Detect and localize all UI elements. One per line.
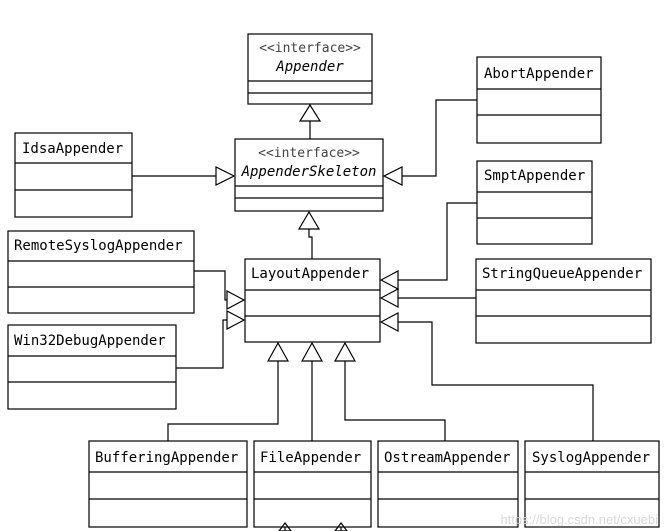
arrowhead-skeleton-left <box>215 166 236 186</box>
watermark-text: https://blog.csdn.net/cxuebi <box>500 512 658 527</box>
class-idsa-appender <box>14 132 133 218</box>
arrowhead-layout-left-1 <box>226 290 246 310</box>
class-ostream-appender <box>377 440 519 528</box>
connector-lines <box>132 99 594 531</box>
arrowhead-layout-bottom-3 <box>333 341 357 362</box>
arrowhead-appender <box>298 103 322 122</box>
class-remote-syslog-appender <box>7 230 195 314</box>
class-file-appender <box>253 440 372 528</box>
inheritance-arrowheads <box>215 103 403 531</box>
class-string-queue-appender <box>475 258 652 344</box>
arrowhead-layout-right-1 <box>379 270 399 290</box>
appender-skeleton-name: AppenderSkeleton <box>241 164 377 180</box>
arrowhead-file-bottom-2 <box>334 522 348 531</box>
layout-appender-name: LayoutAppender <box>251 266 369 282</box>
smpt-appender-name: SmptAppender <box>484 168 585 184</box>
appender-name: Appender <box>275 59 344 75</box>
arrowhead-skeleton-right <box>382 166 403 186</box>
appender-skeleton-stereotype: <<interface>> <box>258 146 360 161</box>
arrowhead-layout-right-3 <box>379 312 399 332</box>
syslog-appender-name: SyslogAppender <box>532 450 650 466</box>
class-win32-debug-appender <box>7 324 177 410</box>
abort-appender-name: AbortAppender <box>484 66 594 82</box>
string-queue-appender-name: StringQueueAppender <box>482 266 642 282</box>
appender-stereotype: <<interface>> <box>259 41 361 56</box>
file-appender-name: FileAppender <box>260 450 361 466</box>
arrowhead-layout-bottom-1 <box>266 341 290 362</box>
win32-debug-appender-name: Win32DebugAppender <box>14 333 166 349</box>
class-syslog-appender <box>524 440 660 528</box>
ostream-appender-name: OstreamAppender <box>384 450 510 466</box>
remote-syslog-appender-name: RemoteSyslogAppender <box>14 238 183 254</box>
idsa-appender-name: IdsaAppender <box>22 141 123 157</box>
arrowhead-layout-right-2 <box>379 288 399 308</box>
arrowhead-file-bottom-1 <box>278 522 292 531</box>
buffering-appender-name: BufferingAppender <box>95 450 238 466</box>
arrowhead-layout-left-2 <box>226 310 246 330</box>
arrowhead-layout-bottom-2 <box>300 341 324 362</box>
arrowhead-skeleton-bottom <box>297 210 321 230</box>
